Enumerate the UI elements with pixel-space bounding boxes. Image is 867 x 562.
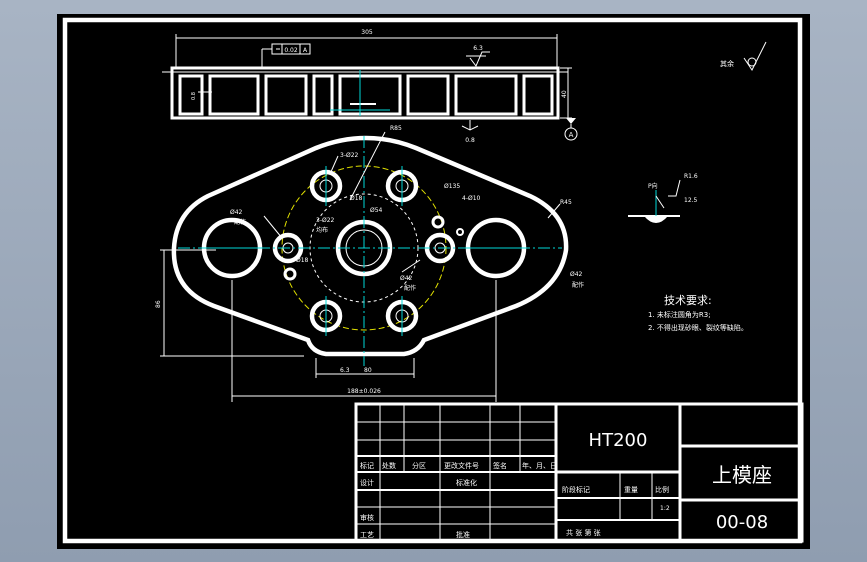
svg-text:0.8: 0.8 [191,92,197,100]
svg-text:年、月、日: 年、月、日 [522,461,557,470]
material-label: HT200 [589,430,648,451]
tech-requirements: 技术要求: 1. 未标注圆角为R3; 2. 不得出现砂眼、裂纹等缺陷。 [648,294,748,332]
part-name: 上模座 [712,463,772,487]
svg-text:重量: 重量 [624,486,638,494]
holes-top-dia: Ø18 [350,195,363,202]
detail-roughness: 12.5 [684,197,698,204]
svg-text:6.3: 6.3 [473,45,483,52]
tech-item-2: 2. 不得出现砂眼、裂纹等缺陷。 [648,323,748,332]
row-design: 设计 [360,478,374,487]
svg-text:标记: 标记 [360,461,374,470]
radius-side-label: R45 [560,199,572,206]
svg-text:阶段标记: 阶段标记 [562,485,590,494]
holes-left-dia: Ø18 [296,257,309,264]
row-standard: 标准化 [456,478,477,487]
radius-outer-label: R85 [390,125,402,132]
roughness-symbol-top: 6.3 [466,45,490,67]
tech-title: 技术要求: [664,294,712,307]
row-review: 审核 [360,513,374,522]
svg-text:分区: 分区 [412,461,426,470]
dim-overall: 188±0.026 [347,388,381,395]
svg-text:比例: 比例 [655,485,669,494]
svg-text:更改文件号: 更改文件号 [444,461,479,470]
dim-bottom-small: 6.3 [340,367,350,374]
datum-symbol: A [564,118,578,141]
svg-text:A: A [303,47,308,54]
title-block: 标记 处数 分区 更改文件号 签名 年、月、日 设计 标准化 审核 工艺 批准 … [354,402,804,543]
pin-right-label: Ø42 [570,271,583,278]
pin-center-label: Ø42 [400,275,413,282]
scale-value: 1:2 [660,505,670,512]
row-process: 工艺 [360,531,374,539]
surface-finish-note: 其余 [720,41,767,71]
holes-top-label: 3-Ø22 [340,152,359,159]
section-view: 305 0.02 A 6.3 [162,29,578,144]
pin-left-note: 配作 [234,218,246,226]
svg-text:签名: 签名 [493,461,507,470]
svg-text:处数: 处数 [382,461,396,470]
flatness-frame: 0.02 A [261,43,311,68]
center-bore-dia: Ø54 [370,207,383,214]
sheet-text: 共 张 第 张 [566,528,601,537]
drawing-number: 00-08 [716,512,768,533]
dim-height: 86 [155,300,162,308]
circle-dia-label: Ø135 [444,183,460,190]
section-outline [170,66,560,120]
tech-item-1: 1. 未标注圆角为R3; [648,310,711,319]
drawing-sheet [57,14,810,549]
detail-view: P向 R1.6 12.5 [628,173,698,223]
pin-left-label: Ø42 [230,209,243,216]
height-label: 40 [561,90,568,98]
surface-note-label: 其余 [720,59,734,68]
plan-view: R85 R45 3-Ø22 Ø18 3-Ø22 均布 Ø18 Ø54 4-Ø10… [155,125,584,402]
detail-radius: R1.6 [684,173,698,180]
holes-left-note: 均布 [316,226,328,234]
detail-label: P向 [648,182,658,190]
svg-text:0.8: 0.8 [465,137,475,144]
holes-left-label: 3-Ø22 [316,217,335,224]
pin-center-note: 配作 [404,284,416,292]
svg-text:A: A [569,131,574,139]
hole-right-label: 4-Ø10 [462,195,481,202]
row-approve: 批准 [456,530,470,539]
overall-width-label: 305 [361,29,373,36]
dim-bottom-width: 80 [364,367,372,374]
roughness-symbol-bottom: 0.8 [461,120,479,144]
svg-text:0.02: 0.02 [284,47,298,54]
pin-right-note: 配作 [572,281,584,289]
plate-outline [171,135,569,357]
